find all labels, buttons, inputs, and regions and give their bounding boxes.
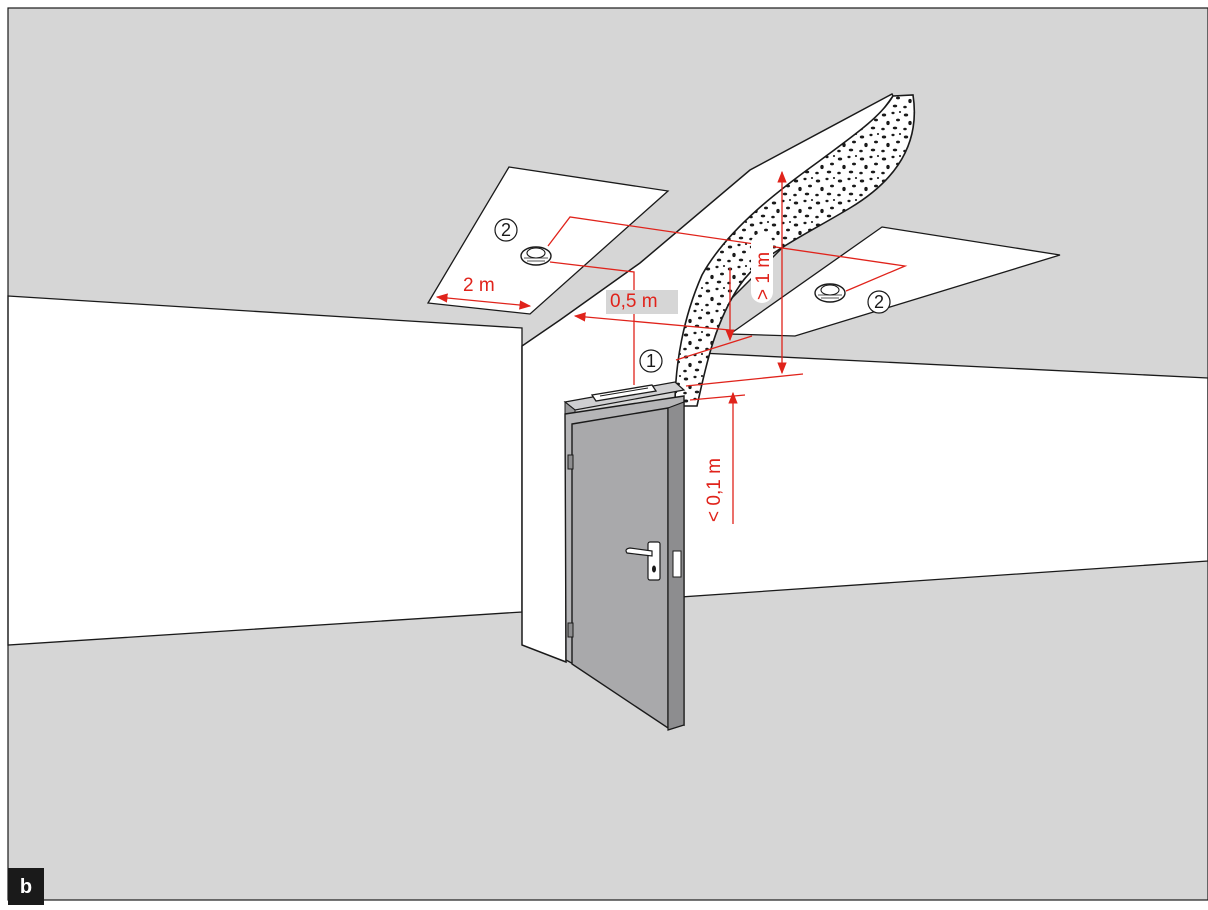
panel-label-box — [8, 868, 44, 905]
door-handle — [625, 547, 653, 557]
dimension-beam-depth: > 1 m — [753, 252, 774, 300]
door-hinge-upper — [567, 454, 574, 470]
door-keyhole — [652, 565, 656, 573]
door-hinge-lower — [567, 622, 574, 638]
beam-depth-label-bg — [751, 233, 773, 303]
callout-detector-left: 2 — [494, 218, 518, 242]
callout-door-holder: 1 — [639, 349, 663, 373]
smoke-detector-right-icon — [814, 283, 846, 303]
door-strike-plate — [672, 550, 682, 578]
dimension-lintel-clearance: < 0,1 m — [704, 458, 725, 522]
callout-detector-right: 2 — [867, 290, 891, 314]
door-lock-plate — [647, 541, 661, 581]
beam-bottom-ext — [685, 373, 804, 387]
dimension-detector-spacing: 2 m — [463, 275, 495, 296]
smoke-detector-left-icon — [520, 246, 552, 266]
callout-detector-left-number: 2 — [501, 220, 511, 240]
panel-label: b — [20, 876, 32, 898]
right-wall — [679, 351, 1208, 598]
detector-offset-label-bg — [606, 290, 678, 314]
left-wall — [7, 295, 523, 646]
ceiling-beam — [674, 94, 916, 407]
frame-border — [7, 7, 1208, 901]
holder-ext — [675, 335, 753, 361]
detector-spacing-arrow — [435, 293, 532, 310]
detector-zone-left — [426, 166, 670, 315]
dimension-detector-offset: 0,5 m — [610, 291, 658, 312]
callout-detector-right-number: 2 — [874, 292, 884, 312]
dimension-lines — [435, 170, 908, 524]
detector-link-line — [547, 216, 908, 292]
offset-arrow — [573, 312, 731, 331]
detector-offset-leader — [549, 261, 635, 385]
door-holder-slot — [599, 387, 649, 397]
callout-door-holder-number: 1 — [646, 351, 656, 371]
